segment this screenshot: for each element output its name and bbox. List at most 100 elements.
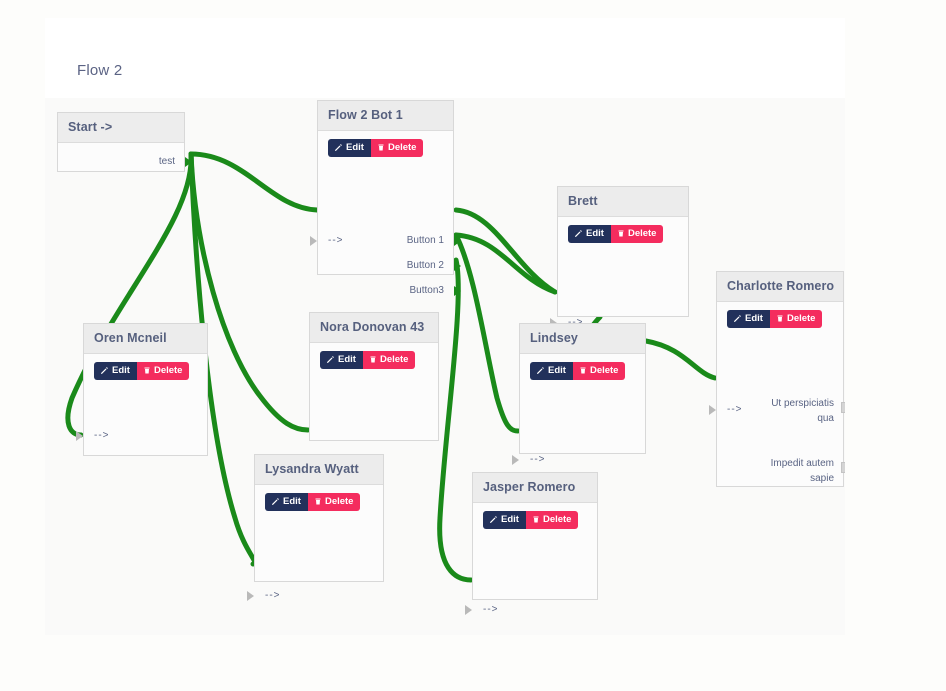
node-lindsey-body: Edit Delete --> [512, 354, 645, 465]
delete-button[interactable]: Delete [610, 225, 664, 243]
port-out-charlotte-1[interactable]: Ut perspiciatis qua [771, 398, 834, 424]
edit-button[interactable]: Edit [483, 511, 526, 529]
edit-button[interactable]: Edit [94, 362, 137, 380]
flow-canvas[interactable]: Start -> test Flow 2 Bot 1 Edit [45, 98, 845, 635]
node-lysandra-wyatt[interactable]: Lysandra Wyatt Edit Delete [247, 454, 384, 601]
port-in-jasper-romero[interactable]: --> [483, 604, 499, 615]
pencil-icon [335, 144, 342, 152]
delete-button[interactable]: Delete [136, 362, 190, 380]
edge-button1-to-brett [453, 207, 558, 295]
pencil-icon [327, 356, 334, 364]
node-lindsey-title: Lindsey [520, 324, 645, 354]
node-flow2bot1[interactable]: Flow 2 Bot 1 Edit Delete [310, 100, 461, 296]
edit-button[interactable]: Edit [265, 493, 308, 511]
node-jasper-romero[interactable]: Jasper Romero Edit Delete [465, 472, 598, 615]
node-nora-donovan-title: Nora Donovan 43 [310, 313, 438, 343]
edge-start-to-flow2bot1 [188, 151, 320, 213]
port-nub-in-charlotte-romero [709, 405, 716, 415]
node-nora-donovan-actions: Edit Delete [310, 343, 438, 369]
edit-button-label: Edit [112, 365, 130, 376]
node-brett-body: Edit Delete --> [550, 217, 688, 328]
node-jasper-romero-title: Jasper Romero [473, 473, 597, 503]
node-brett[interactable]: Brett Edit Delete [550, 186, 689, 328]
pencil-icon [575, 230, 582, 238]
edit-button-label: Edit [586, 228, 604, 239]
node-oren-mcneil-actions: Edit Delete [84, 354, 207, 380]
delete-button-label: Delete [379, 354, 409, 365]
trash-icon [777, 315, 783, 322]
pencil-icon [734, 315, 741, 323]
pencil-icon [537, 367, 544, 375]
port-nub-start-test [185, 157, 192, 167]
delete-button[interactable]: Delete [572, 362, 626, 380]
port-out-button3[interactable]: Button3 [409, 285, 444, 296]
node-charlotte-romero-title: Charlotte Romero [717, 272, 843, 302]
port-in-lindsey[interactable]: --> [530, 454, 546, 465]
delete-button-label: Delete [324, 496, 354, 507]
node-start[interactable]: Start -> test [57, 112, 192, 172]
edge-button2-to-brett [453, 232, 558, 295]
node-jasper-romero-body: Edit Delete --> [465, 503, 597, 615]
node-lysandra-wyatt-actions: Edit Delete [255, 485, 383, 511]
port-out-test[interactable]: test [158, 156, 175, 167]
trash-icon [533, 516, 539, 523]
delete-button[interactable]: Delete [525, 511, 579, 529]
delete-button[interactable]: Delete [769, 310, 823, 328]
edge-button3-to-jasper [437, 257, 474, 583]
port-out-button2[interactable]: Button 2 [406, 260, 444, 271]
port-nub-charlotte-1 [841, 402, 845, 413]
trash-icon [370, 356, 376, 363]
node-oren-mcneil[interactable]: Oren Mcneil Edit Delete [76, 323, 208, 456]
delete-button[interactable]: Delete [362, 351, 416, 369]
edge-start-to-nora [188, 151, 311, 433]
port-nub-button3 [454, 286, 461, 296]
port-in-brett[interactable]: --> [568, 317, 584, 328]
node-start-title: Start -> [58, 113, 184, 143]
edit-button[interactable]: Edit [568, 225, 611, 243]
page-title: Flow 2 [77, 62, 123, 79]
port-nub-in-oren-mcneil [76, 431, 83, 441]
node-charlotte-romero-body: Edit Delete --> Ut perspiciatis qua Impe… [709, 302, 845, 484]
port-out-button1[interactable]: Button 1 [406, 235, 444, 246]
port-in-flow2bot1[interactable]: --> [328, 235, 344, 246]
edge-button2-to-lindsey [453, 232, 521, 434]
pencil-icon [272, 498, 279, 506]
pencil-icon [490, 516, 497, 524]
delete-button[interactable]: Delete [307, 493, 361, 511]
delete-button-label: Delete [542, 514, 572, 525]
delete-button-label: Delete [786, 313, 816, 324]
edge-lindsey-to-charlotte [643, 338, 718, 381]
edit-button-label: Edit [501, 514, 519, 525]
node-jasper-romero-actions: Edit Delete [473, 503, 597, 529]
port-nub-button2 [454, 261, 461, 271]
node-lysandra-wyatt-title: Lysandra Wyatt [255, 455, 383, 485]
edit-button[interactable]: Edit [727, 310, 770, 328]
trash-icon [378, 144, 384, 151]
port-nub-in-jasper-romero [465, 605, 472, 615]
port-out-charlotte-2[interactable]: Impedit autem sapie [770, 458, 834, 484]
port-nub-in-lindsey [512, 455, 519, 465]
node-nora-donovan[interactable]: Nora Donovan 43 Edit Delete [302, 312, 439, 465]
node-lindsey[interactable]: Lindsey Edit Delete [512, 323, 646, 465]
node-oren-mcneil-title: Oren Mcneil [84, 324, 207, 354]
port-nub-charlotte-2 [841, 462, 845, 473]
delete-button-label: Delete [153, 365, 183, 376]
header-card: Flow 2 [45, 18, 845, 98]
edit-button-label: Edit [745, 313, 763, 324]
node-charlotte-romero-actions: Edit Delete [717, 302, 843, 328]
port-in-lysandra-wyatt[interactable]: --> [265, 590, 281, 601]
edit-button[interactable]: Edit [328, 139, 371, 157]
node-nora-donovan-body: Edit Delete --> [302, 343, 438, 465]
edit-button-label: Edit [548, 365, 566, 376]
delete-button-label: Delete [627, 228, 657, 239]
port-in-charlotte-romero[interactable]: --> [727, 404, 743, 415]
node-lysandra-wyatt-body: Edit Delete --> [247, 485, 383, 601]
delete-button-label: Delete [589, 365, 619, 376]
port-in-oren-mcneil[interactable]: --> [94, 430, 110, 441]
delete-button[interactable]: Delete [370, 139, 424, 157]
node-charlotte-romero[interactable]: Charlotte Romero Edit Delete [709, 271, 845, 487]
node-flow2bot1-actions: Edit Delete [318, 131, 453, 157]
edit-button[interactable]: Edit [320, 351, 363, 369]
edit-button[interactable]: Edit [530, 362, 573, 380]
